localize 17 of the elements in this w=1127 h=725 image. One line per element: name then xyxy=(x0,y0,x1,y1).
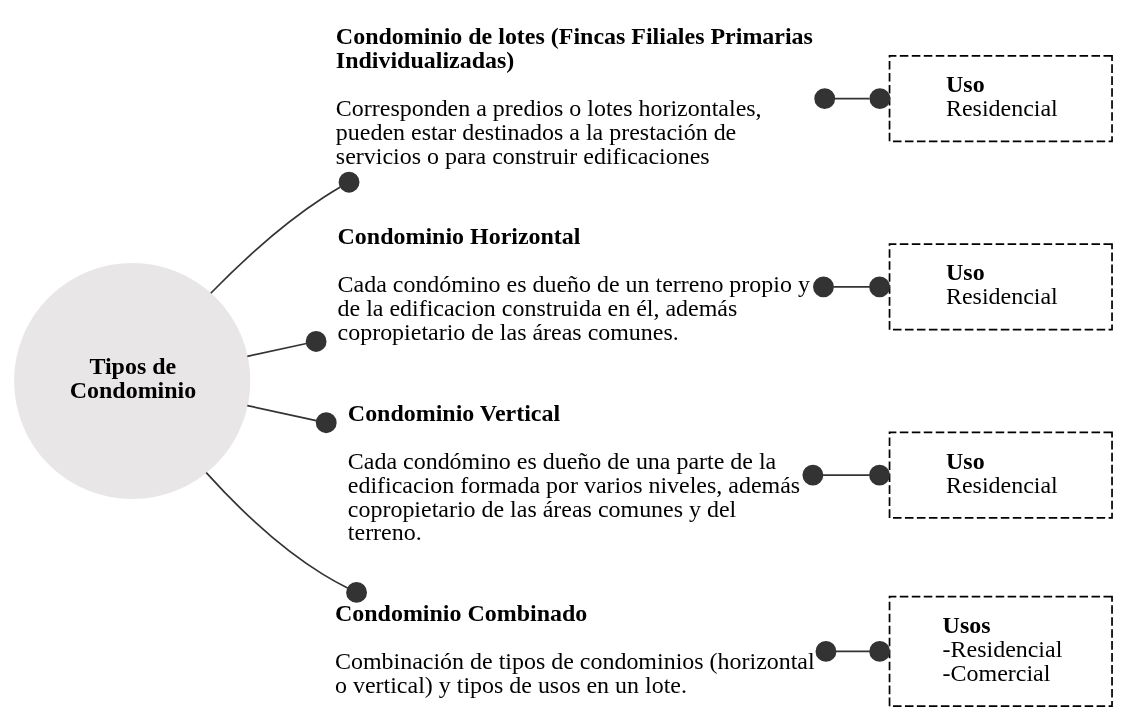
connector xyxy=(802,464,890,486)
connector xyxy=(246,330,327,357)
node-box: Usos -Residencial -Comercial xyxy=(888,595,1113,707)
node-text: Condominio Horizontal Cada condómino es dueño de un terreno propio y de la edificacion construida en él, además copropietario de las áreas comunes. xyxy=(337,222,810,345)
node-text: Condominio Vertical Cada condómino es dueño de una parte de la edificacion formada por varios niveles, además copropietario de las áreas comunes y del terreno. xyxy=(347,399,801,545)
connector xyxy=(246,404,337,433)
node-circle: Tipos de Condominio xyxy=(14,262,251,499)
connector xyxy=(205,471,367,603)
node-text: Condominio de lotes (Fincas Filiales Primarias Individualizadas) Corresponden a predios o lotes horizontales, pueden estar destinados a la prestación de servicios o para construir edificaciones xyxy=(335,22,813,169)
node-box: Uso Residencial xyxy=(888,54,1113,142)
connector xyxy=(813,275,890,297)
connector xyxy=(814,87,891,109)
connector xyxy=(209,171,360,294)
connector xyxy=(815,640,891,662)
node-box: Uso Residencial xyxy=(888,430,1113,519)
node-box: Uso Residencial xyxy=(888,242,1113,330)
node-text: Condominio Combinado Combinación de tipos de condominios (horizontal o vertical) y tipos de usos en un lote. xyxy=(335,599,815,698)
